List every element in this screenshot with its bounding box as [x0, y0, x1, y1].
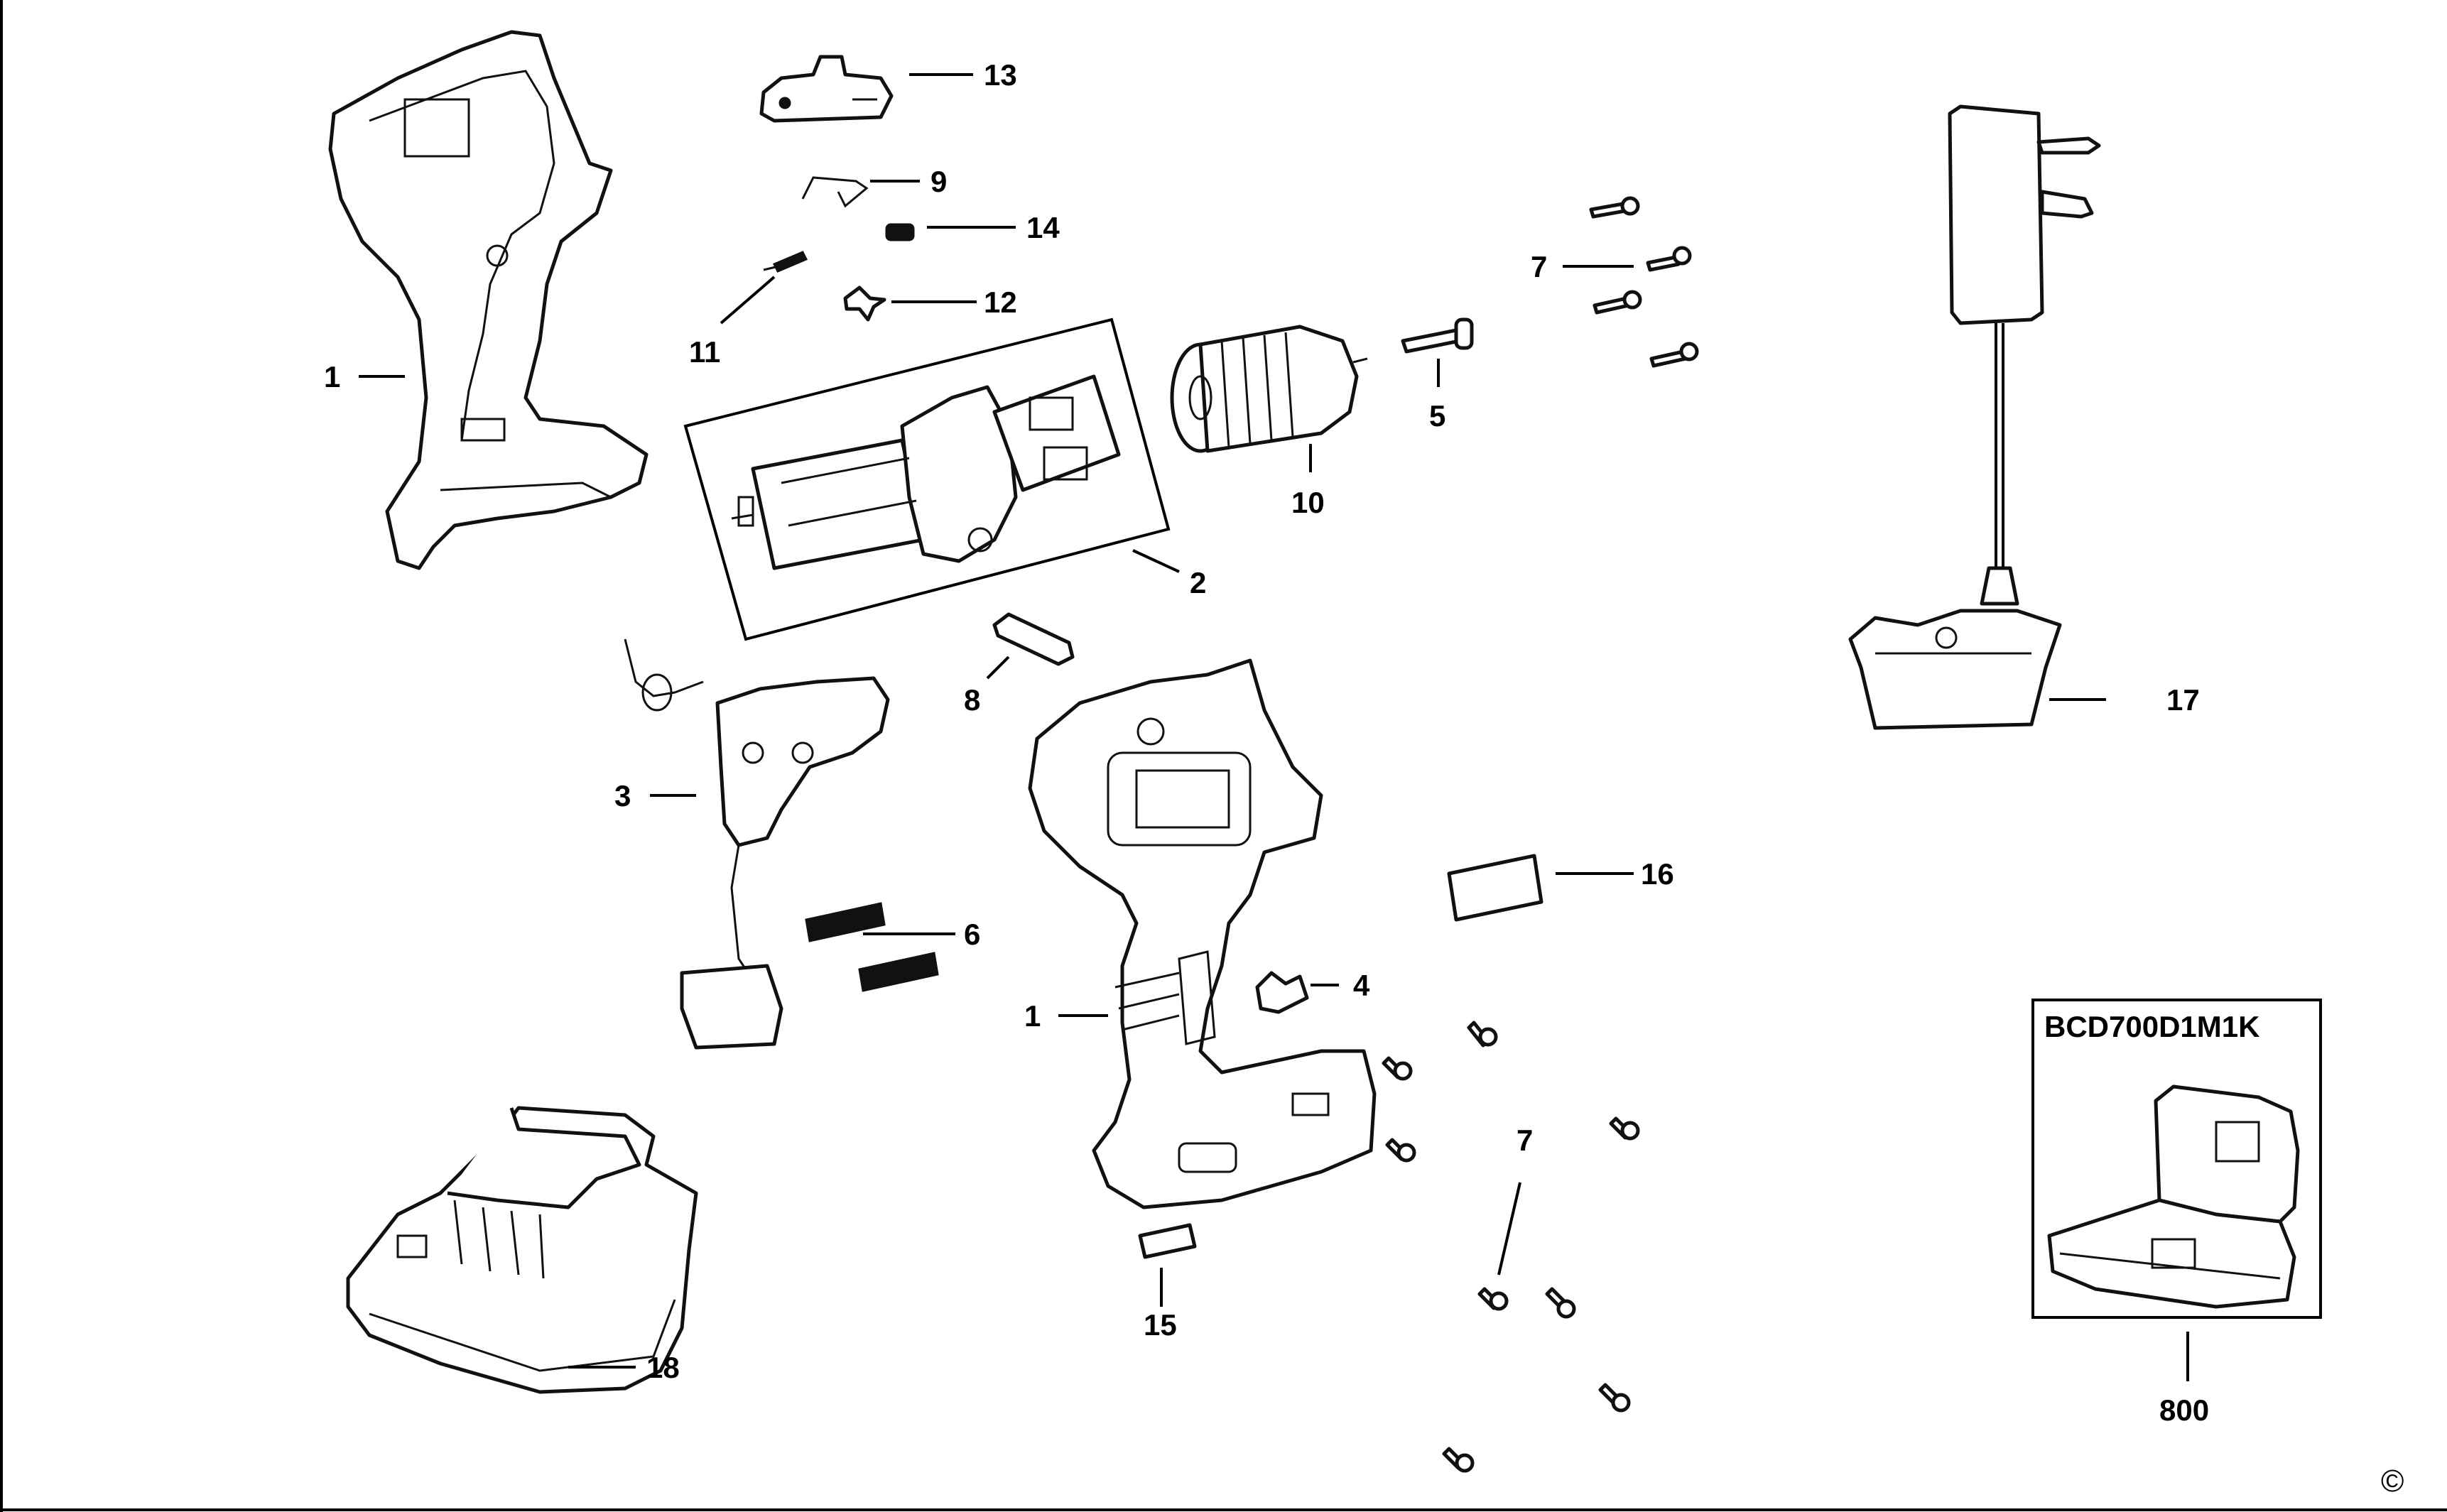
label-10: 10	[1291, 486, 1325, 519]
label-800: 800	[2159, 1393, 2209, 1427]
carry-case-icon	[2047, 1084, 2300, 1309]
gearbox-frame	[683, 317, 1171, 641]
label-plate-icon	[1447, 854, 1543, 922]
label-9: 9	[930, 165, 947, 198]
label-14: 14	[1026, 211, 1060, 244]
label-4: 4	[1353, 969, 1370, 1002]
label-7-bottom: 7	[1517, 1124, 1533, 1157]
small-spring-icon	[763, 251, 808, 273]
springs-icon	[805, 902, 939, 992]
label-1-top: 1	[324, 360, 340, 393]
label-5: 5	[1429, 399, 1445, 433]
screw-group-top-icon	[1589, 196, 1699, 368]
label-3: 3	[614, 779, 631, 812]
label-12: 12	[984, 285, 1017, 319]
label-16: 16	[1641, 857, 1674, 891]
label-15: 15	[1144, 1308, 1177, 1342]
label-18: 18	[646, 1351, 680, 1384]
latch-clip-icon	[1255, 971, 1309, 1014]
spring-icon	[885, 223, 915, 241]
label-8: 8	[964, 683, 980, 717]
kit-model: BCD700D1M1K	[2044, 1010, 2259, 1043]
label-1-bottom: 1	[1024, 999, 1041, 1033]
leader-7-bottom	[1497, 1182, 1521, 1276]
fastener-clip-icon	[843, 285, 886, 322]
motor-gearbox-icon	[731, 374, 1121, 570]
chuck-screw-icon	[1401, 317, 1474, 354]
copyright-mark: ©	[2381, 1464, 2404, 1499]
leader-8	[986, 656, 1010, 680]
chuck-icon	[1170, 325, 1368, 453]
trigger-switch-icon	[624, 638, 890, 1050]
housing-assembly-icon	[1028, 658, 1377, 1209]
screw-group-bottom-icon	[1382, 1021, 1640, 1473]
small-pad-icon	[992, 612, 1075, 666]
housing-half-icon	[328, 30, 649, 570]
label-7-top: 7	[1531, 250, 1547, 283]
leader-2	[1132, 549, 1180, 573]
charger-icon	[1848, 104, 2101, 730]
label-13: 13	[984, 58, 1017, 92]
battery-icon	[346, 1106, 698, 1394]
wire-clip-icon	[801, 176, 869, 208]
label-2: 2	[1190, 566, 1206, 599]
label-6: 6	[964, 918, 980, 951]
switch-slider-icon	[759, 55, 894, 123]
label-11: 11	[689, 335, 720, 369]
kit-box	[2031, 999, 2322, 1319]
leader-11	[720, 276, 776, 325]
small-label-icon	[1138, 1223, 1197, 1259]
label-17: 17	[2166, 683, 2200, 717]
